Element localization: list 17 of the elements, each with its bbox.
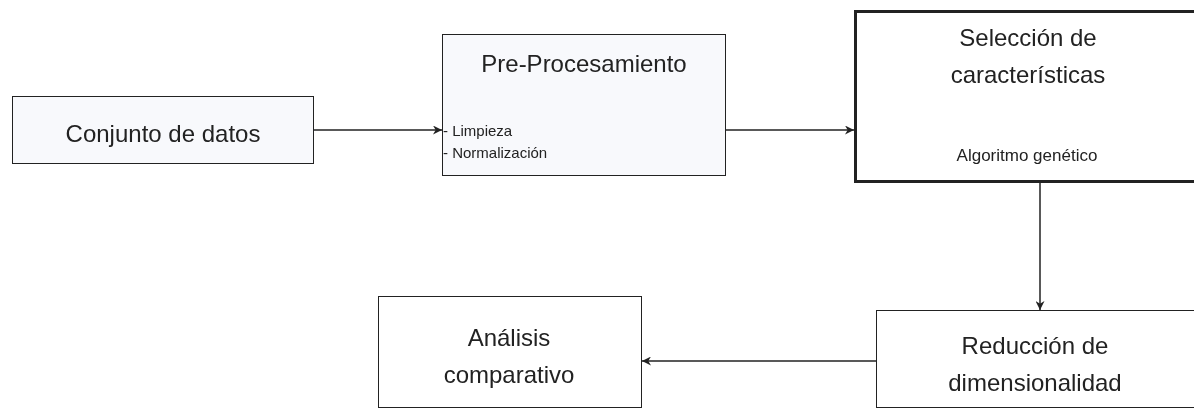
process-box [442,34,726,176]
input-box [12,96,314,164]
arrow [313,125,443,135]
node-title: Pre-Procesamiento [480,49,688,79]
node-title: Conjunto de datos [64,119,262,149]
arrow [641,356,877,366]
node-title: Reducción de dimensionalidad [947,331,1123,398]
arrow [725,125,855,135]
node-title: Selección de características [949,23,1107,90]
list-item: - Limpieza [443,121,513,141]
arrow [1035,182,1045,311]
output-box [378,296,642,408]
node-subtitle: Algoritmo genético [955,145,1099,167]
process-box [876,310,1194,408]
node-title: Análisis comparativo [442,323,576,390]
process-box [854,10,1194,183]
list-item: - Normalización [443,143,548,163]
